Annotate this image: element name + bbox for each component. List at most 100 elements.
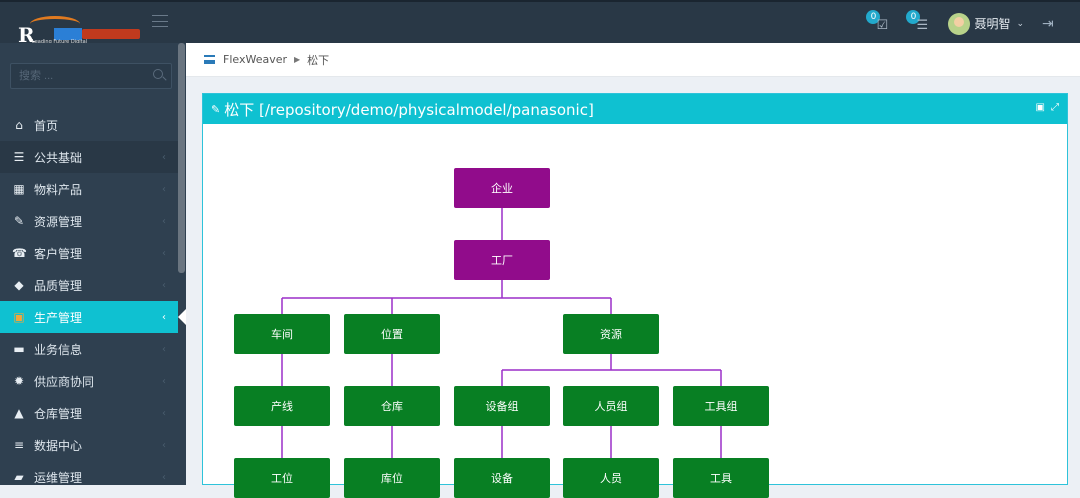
node-label: 企业 [491,182,513,195]
panel-header: ✎ 松下 [/repository/demo/physicalmodel/pan… [203,94,1067,124]
logout-icon[interactable]: ⇥ [1042,15,1054,32]
sidebar-item-label: 运维管理 [34,470,83,485]
sidebar-item-common-base[interactable]: ☰ 公共基础 ‹ [0,141,178,173]
panel-title: 松下 [/repository/demo/physicalmodel/panas… [224,100,594,119]
sidebar-item-material-products[interactable]: ▦ 物料产品 ‹ [0,173,178,205]
node-label: 位置 [381,328,403,341]
chevron-down-icon: ⌄ [1016,18,1024,29]
sidebar-item-quality-management[interactable]: ◆ 品质管理 ‹ [0,269,178,301]
search-input[interactable] [11,64,141,88]
node-staff-group[interactable]: 人员组 [563,386,659,426]
briefcase-icon: ▬ [13,342,25,356]
sidebar-item-label: 客户管理 [34,246,83,261]
logo-mark [54,28,82,40]
node-label: 设备 [491,472,513,485]
node-station[interactable]: 工位 [234,458,330,498]
node-warehouse[interactable]: 仓库 [344,386,440,426]
node-label: 工厂 [491,254,513,267]
physical-model-panel: ✎ 松下 [/repository/demo/physicalmodel/pan… [202,93,1068,498]
sidebar-item-label: 品质管理 [34,278,83,293]
logo-wordmark [82,29,140,39]
chevron-left-icon: ‹ [162,247,166,259]
home-icon: ⌂ [15,118,23,132]
bars-icon [204,55,215,64]
avatar [948,12,971,35]
sidebar-menu: ⌂ 首页 ☰ 公共基础 ‹ ▦ 物料产品 ‹ ✎ 资源管理 ‹ ☎ 客户管理 ‹… [0,109,186,493]
phone-icon: ☎ [12,246,27,260]
node-label: 仓库 [381,400,403,413]
sidebar-item-operations[interactable]: ▰ 运维管理 ‹ [0,461,178,493]
tasks-button[interactable]: 0 ☑ [866,9,892,34]
chevron-left-icon: ‹ [162,151,166,163]
sidebar-item-home[interactable]: ⌂ 首页 [0,109,178,141]
grid-icon: ▦ [13,182,25,196]
search-icon[interactable] [153,69,163,79]
node-tool[interactable]: 工具 [673,458,769,498]
caret-right-icon: ▶ [294,55,301,64]
breadcrumb: FlexWeaver ▶ 松下 [186,43,1080,77]
diamond-icon: ◆ [14,278,24,292]
list-icon: ≡ [13,438,25,452]
top-header: R Leading Future Digital 0 ☑ 0 ☰ 聂明智 ⌄ ⇥ [0,0,1080,47]
node-label: 人员 [600,472,622,485]
sidebar-search [10,63,172,89]
breadcrumb-root-link[interactable]: FlexWeaver [223,53,288,66]
panel-tools: ▣ ⤢ [1036,102,1059,113]
sidebar-item-resource-management[interactable]: ✎ 资源管理 ‹ [0,205,178,237]
node-resource[interactable]: 资源 [563,314,659,354]
user-menu[interactable]: 聂明智 ⌄ [948,12,1024,35]
sidebar: ⌂ 首页 ☰ 公共基础 ‹ ▦ 物料产品 ‹ ✎ 资源管理 ‹ ☎ 客户管理 ‹… [0,43,186,485]
tasks-badge: 0 [866,9,881,24]
sidebar-item-supplier-collaboration[interactable]: ✹ 供应商协同 ‹ [0,365,178,397]
sidebar-item-warehouse-management[interactable]: ▲ 仓库管理 ‹ [0,397,178,429]
breadcrumb-current: 松下 [307,53,330,67]
sidebar-toggle-icon[interactable] [152,15,168,27]
sidebar-scrollbar[interactable] [178,43,185,273]
sidebar-item-label: 公共基础 [34,150,83,165]
list-icon: ☰ [916,17,929,33]
node-equipment[interactable]: 设备 [454,458,550,498]
app-logo[interactable]: R Leading Future Digital [18,16,140,47]
chevron-left-icon: ‹ [162,439,166,451]
sidebar-item-label: 业务信息 [34,342,83,357]
chevron-left-icon: ‹ [162,279,166,291]
save-icon[interactable]: ▣ [1035,102,1045,113]
edit-icon: ✎ [211,102,221,116]
logo-letter: R [18,23,35,47]
warehouse-icon: ▲ [14,406,24,420]
node-equipment-group[interactable]: 设备组 [454,386,550,426]
sidebar-item-business-info[interactable]: ▬ 业务信息 ‹ [0,333,178,365]
sidebar-item-label: 供应商协同 [34,374,95,389]
node-location[interactable]: 位置 [344,314,440,354]
sidebar-item-label: 资源管理 [34,214,83,229]
sidebar-item-data-center[interactable]: ≡ 数据中心 ‹ [0,429,178,461]
sidebar-item-production-management[interactable]: ▣ 生产管理 ‹ [0,301,186,333]
factory-icon: ▣ [13,310,25,324]
node-tool-group[interactable]: 工具组 [673,386,769,426]
node-production-line[interactable]: 产线 [234,386,330,426]
org-connectors [281,208,722,458]
messages-button[interactable]: 0 ☰ [906,9,932,34]
chevron-left-icon: ‹ [162,375,166,387]
node-label: 设备组 [485,400,519,413]
node-enterprise[interactable]: 企业 [454,168,550,208]
node-storage-bin[interactable]: 库位 [344,458,440,498]
logo-subtitle: Leading Future Digital [32,39,88,45]
node-workshop[interactable]: 车间 [234,314,330,354]
node-factory[interactable]: 工厂 [454,240,550,280]
header-nav: 0 ☑ 0 ☰ 聂明智 ⌄ ⇥ [866,2,1080,45]
folder-icon: ▰ [14,470,24,484]
chevron-left-icon: ‹ [162,311,166,323]
expand-icon[interactable]: ⤢ [1051,102,1059,113]
node-label: 产线 [271,400,293,413]
logo-arc [30,16,80,32]
sidebar-item-customer-management[interactable]: ☎ 客户管理 ‹ [0,237,178,269]
chevron-left-icon: ‹ [162,215,166,227]
sidebar-item-label: 首页 [34,118,59,133]
chevron-left-icon: ‹ [162,343,166,355]
org-chart: 企业 工厂 车间 位置 资源 产线 仓库 设备组 人员组 工具组 工位 库位 设… [203,124,1067,498]
node-staff[interactable]: 人员 [563,458,659,498]
wrench-icon: ✎ [13,214,25,228]
node-label: 人员组 [594,400,628,413]
messages-badge: 0 [906,9,921,24]
